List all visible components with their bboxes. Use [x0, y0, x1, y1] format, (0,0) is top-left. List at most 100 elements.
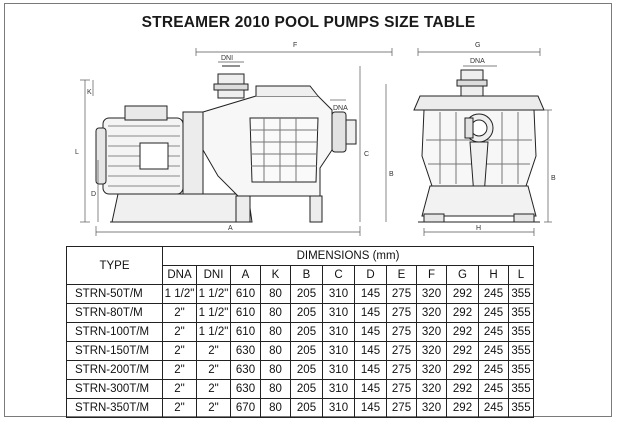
value-cell: 630: [230, 360, 261, 380]
value-cell: 2": [196, 360, 231, 380]
value-cell: 320: [416, 360, 447, 380]
value-cell: 292: [446, 379, 479, 399]
label-g: G: [475, 42, 480, 49]
value-cell: 310: [322, 398, 355, 418]
value-cell: 275: [386, 303, 417, 323]
label-l: L: [75, 149, 79, 156]
value-cell: 320: [416, 398, 447, 418]
column-header: K: [260, 265, 291, 285]
value-cell: 80: [260, 360, 291, 380]
value-cell: 245: [478, 322, 509, 342]
model-cell: STRN-50T/M: [66, 284, 163, 304]
value-cell: 275: [386, 398, 417, 418]
column-header: L: [508, 265, 534, 285]
front-view-dimension-lines: [417, 48, 552, 236]
value-cell: 205: [290, 398, 323, 418]
label-b-front: B: [551, 175, 556, 182]
label-dna-front: DNA: [470, 58, 485, 65]
front-view-drawing: [413, 69, 545, 223]
value-cell: 2": [196, 398, 231, 418]
model-cell: STRN-80T/M: [66, 303, 163, 323]
value-cell: 355: [508, 398, 534, 418]
column-header: DNI: [196, 265, 231, 285]
label-dni: DNI: [221, 55, 233, 62]
pump-drawings: A F L K D C B DNI DNA: [75, 42, 556, 236]
value-cell: 310: [322, 284, 355, 304]
value-cell: 205: [290, 284, 323, 304]
column-header: F: [416, 265, 447, 285]
value-cell: 245: [478, 341, 509, 361]
column-header: A: [230, 265, 261, 285]
column-header: C: [322, 265, 355, 285]
label-c: C: [364, 151, 369, 158]
label-dna-side: DNA: [333, 105, 348, 112]
value-cell: 2": [162, 360, 197, 380]
column-header: E: [386, 265, 417, 285]
value-cell: 245: [478, 398, 509, 418]
value-cell: 320: [416, 322, 447, 342]
value-cell: 1 1/2": [196, 284, 231, 304]
value-cell: 292: [446, 284, 479, 304]
value-cell: 2": [162, 379, 197, 399]
value-cell: 355: [508, 303, 534, 323]
value-cell: 245: [478, 360, 509, 380]
value-cell: 1 1/2": [196, 322, 231, 342]
model-cell: STRN-150T/M: [66, 341, 163, 361]
value-cell: 80: [260, 322, 291, 342]
value-cell: 355: [508, 360, 534, 380]
value-cell: 80: [260, 398, 291, 418]
type-header: TYPE: [66, 246, 163, 285]
value-cell: 292: [446, 303, 479, 323]
value-cell: 670: [230, 398, 261, 418]
value-cell: 310: [322, 322, 355, 342]
value-cell: 145: [354, 303, 387, 323]
dimensions-header: DIMENSIONS (mm): [162, 246, 534, 266]
value-cell: 145: [354, 322, 387, 342]
value-cell: 80: [260, 379, 291, 399]
value-cell: 355: [508, 284, 534, 304]
value-cell: 205: [290, 360, 323, 380]
value-cell: 145: [354, 398, 387, 418]
value-cell: 292: [446, 322, 479, 342]
value-cell: 320: [416, 379, 447, 399]
value-cell: 205: [290, 379, 323, 399]
label-d: D: [91, 191, 96, 198]
front-view-labels: G DNA H B: [470, 42, 556, 232]
value-cell: 355: [508, 341, 534, 361]
value-cell: 610: [230, 284, 261, 304]
side-view-dimension-lines: [80, 48, 393, 236]
model-cell: STRN-200T/M: [66, 360, 163, 380]
label-f: F: [293, 42, 297, 49]
value-cell: 310: [322, 341, 355, 361]
column-header: G: [446, 265, 479, 285]
value-cell: 2": [162, 303, 197, 323]
value-cell: 610: [230, 303, 261, 323]
value-cell: 80: [260, 341, 291, 361]
column-header-row: DNA DNI A K B C D E F G H L: [67, 265, 534, 285]
value-cell: 630: [230, 341, 261, 361]
column-header: B: [290, 265, 323, 285]
value-cell: 310: [322, 303, 355, 323]
label-b: B: [389, 171, 394, 178]
value-cell: 205: [290, 303, 323, 323]
value-cell: 145: [354, 284, 387, 304]
value-cell: 245: [478, 379, 509, 399]
value-cell: 80: [260, 284, 291, 304]
value-cell: 1 1/2": [162, 284, 197, 304]
model-cell: STRN-100T/M: [66, 322, 163, 342]
label-a: A: [228, 225, 233, 232]
value-cell: 320: [416, 341, 447, 361]
value-cell: 292: [446, 341, 479, 361]
value-cell: 320: [416, 303, 447, 323]
value-cell: 355: [508, 379, 534, 399]
value-cell: 610: [230, 322, 261, 342]
column-header: H: [478, 265, 509, 285]
value-cell: 245: [478, 303, 509, 323]
